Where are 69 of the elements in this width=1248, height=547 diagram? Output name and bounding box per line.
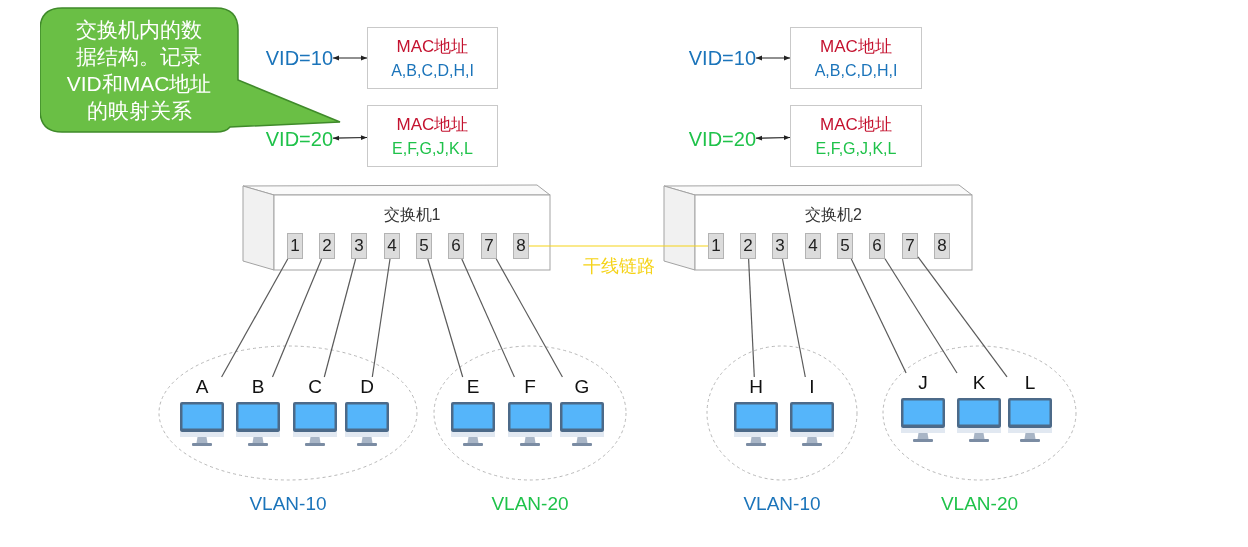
switch-port: 7 bbox=[481, 233, 497, 259]
host-label: L bbox=[1024, 373, 1036, 393]
vid-label: VID=20 bbox=[265, 127, 333, 151]
vid-label: VID=10 bbox=[688, 46, 756, 70]
cable-line bbox=[323, 258, 357, 378]
cable-line bbox=[495, 258, 563, 378]
cable-line bbox=[884, 258, 958, 374]
switch-port: 4 bbox=[805, 233, 821, 259]
host-label: C bbox=[308, 377, 322, 397]
host-label: G bbox=[574, 377, 590, 397]
switch-port: 1 bbox=[708, 233, 724, 259]
mac-list: E,F,G,J,K,L bbox=[392, 138, 473, 159]
double-arrow bbox=[755, 55, 791, 61]
table-heading: MAC地址 bbox=[396, 35, 469, 57]
mac-table bbox=[367, 27, 498, 89]
switch-port: 8 bbox=[934, 233, 950, 259]
host-label: E bbox=[466, 377, 480, 397]
host-label: J bbox=[918, 373, 928, 393]
switch-port: 5 bbox=[416, 233, 432, 259]
cable-line bbox=[221, 258, 289, 378]
mac-table bbox=[790, 27, 922, 89]
switch-port: 3 bbox=[351, 233, 367, 259]
switch-port: 8 bbox=[513, 233, 529, 259]
cable-line bbox=[748, 258, 755, 378]
edge-label: 干线链路 bbox=[580, 255, 657, 277]
switch-port: 2 bbox=[740, 233, 756, 259]
switch-port: 6 bbox=[869, 233, 885, 259]
switch-port: 1 bbox=[287, 233, 303, 259]
host-label: B bbox=[251, 377, 265, 397]
table-heading: MAC地址 bbox=[820, 35, 892, 57]
vlan-label: VLAN-10 bbox=[743, 493, 821, 515]
mac-list: A,B,C,D,H,I bbox=[814, 60, 898, 81]
mac-list: E,F,G,J,K,L bbox=[815, 138, 897, 159]
host-label: D bbox=[360, 377, 374, 397]
mac-table bbox=[367, 105, 498, 167]
mac-list: A,B,C,D,H,I bbox=[391, 60, 474, 81]
host-label: I bbox=[809, 377, 815, 397]
switch-port: 7 bbox=[902, 233, 918, 259]
cable-line bbox=[850, 258, 907, 374]
switch-port: 2 bbox=[319, 233, 335, 259]
switch-title: 交换机1 bbox=[383, 205, 441, 225]
vlan-label: VLAN-20 bbox=[491, 493, 569, 515]
host-label: H bbox=[749, 377, 763, 397]
double-arrow bbox=[755, 135, 791, 141]
cable-line bbox=[271, 258, 323, 378]
host-label: F bbox=[524, 377, 536, 397]
vlan-label: VLAN-20 bbox=[940, 493, 1019, 515]
cable-line bbox=[917, 256, 1008, 378]
switch-port: 4 bbox=[384, 233, 400, 259]
table-heading: MAC地址 bbox=[396, 113, 469, 135]
vid-label: VID=10 bbox=[265, 46, 333, 70]
callout-text: 交换机内的数据结构。记录VID和MAC地址的映射关系 bbox=[66, 17, 212, 124]
vlan-label: VLAN-10 bbox=[249, 493, 327, 515]
table-heading: MAC地址 bbox=[820, 113, 892, 135]
switch-port: 5 bbox=[837, 233, 853, 259]
switch-port: 6 bbox=[448, 233, 464, 259]
switch-title: 交换机2 bbox=[805, 205, 862, 225]
cable-line bbox=[528, 245, 709, 247]
vid-label: VID=20 bbox=[688, 127, 756, 151]
host-label: K bbox=[972, 373, 986, 393]
cable-line bbox=[461, 258, 515, 378]
double-arrow bbox=[332, 55, 368, 61]
double-arrow bbox=[332, 135, 368, 141]
cable-line bbox=[427, 258, 464, 378]
host-label: A bbox=[195, 377, 209, 397]
switch-port: 3 bbox=[772, 233, 788, 259]
mac-table bbox=[790, 105, 922, 167]
cable-line bbox=[781, 258, 806, 378]
cable-line bbox=[371, 258, 391, 378]
